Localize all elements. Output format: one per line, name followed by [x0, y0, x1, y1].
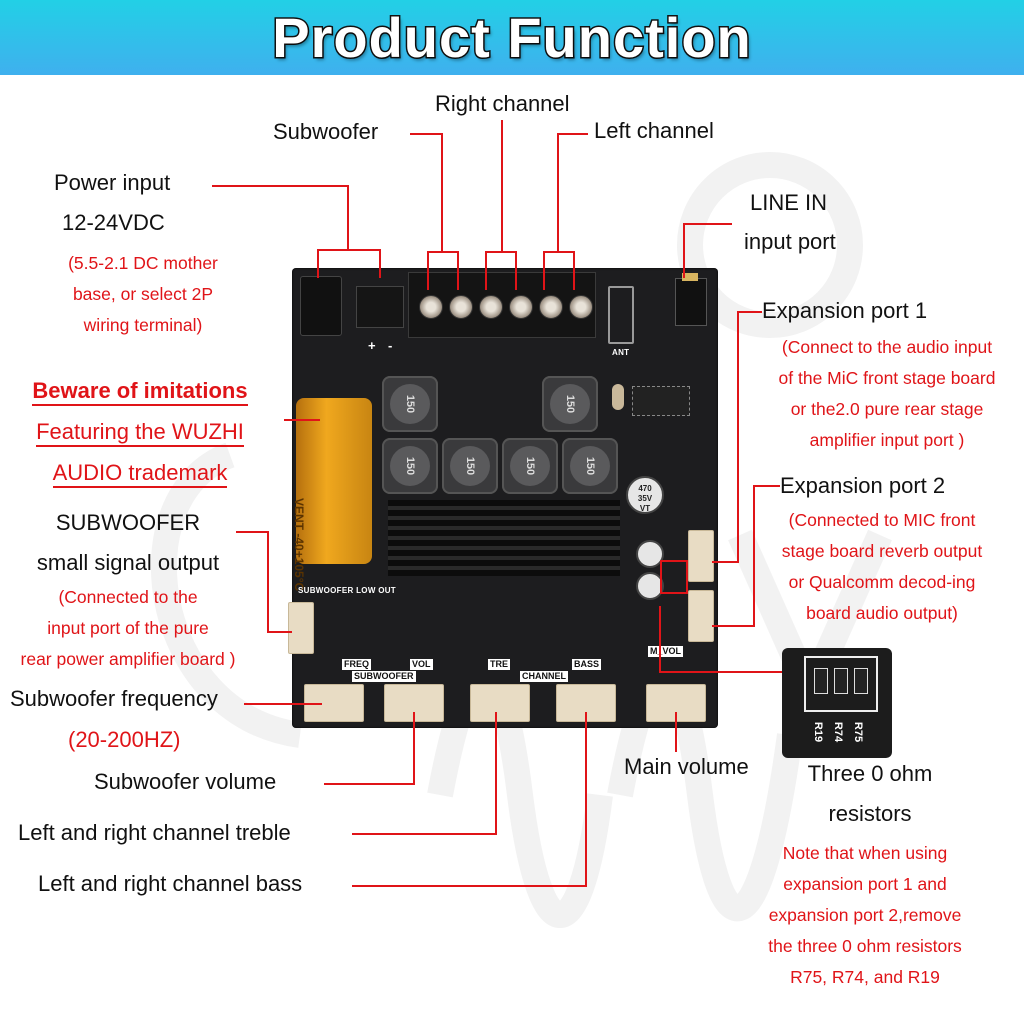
terminal-screw [449, 295, 473, 319]
antenna-trace [608, 286, 634, 344]
line-in-subtitle: input port [744, 229, 836, 254]
bass-label: BASS [572, 659, 602, 670]
page-title: Product Function [271, 5, 753, 69]
subwoofer-callout: Subwoofer [273, 119, 379, 144]
freq-label: FREQ [342, 659, 372, 670]
line-in-jack [675, 273, 707, 326]
expansion-port-1-note: (Connect to the audio input of the MiC f… [778, 337, 996, 450]
subwoofer-frequency-range: (20-200HZ) [68, 727, 181, 752]
power-input-spec: 12-24VDC [62, 210, 165, 235]
amplifier-board: + - ANT VENT -40+105°C 150 150 150 150 1… [288, 268, 718, 728]
terminal-screw [479, 295, 503, 319]
subwoofer-volume-callout: Subwoofer volume [94, 769, 277, 794]
expansion-port-2-title: Expansion port 2 [780, 473, 946, 498]
two-pin-terminal [356, 286, 404, 328]
left-channel-callout: Left channel [594, 118, 714, 143]
inductor: 150 [442, 438, 498, 494]
power-input-note: (5.5-2.1 DC mother base, or select 2P wi… [68, 253, 218, 335]
treble-line [352, 712, 497, 835]
resistor-frame [804, 656, 878, 712]
resistor-label-r74: R74 [832, 721, 845, 743]
resistors-note: Note that when using expansion port 1 an… [768, 843, 962, 987]
treble-callout: Left and right channel treble [18, 820, 291, 845]
subwoofer-label: SUBWOOFER [352, 671, 416, 682]
terminal-screw [419, 295, 443, 319]
heatsink [388, 500, 620, 576]
main-volume-label: M_VOL [648, 646, 684, 657]
channel-label: CHANNEL [520, 671, 568, 682]
left-channel-line [557, 133, 588, 252]
speaker-terminal-block [408, 272, 596, 338]
resistor-r74 [834, 668, 848, 694]
sub-volume-connector [384, 684, 444, 722]
dc-jack [300, 276, 342, 336]
subwoofer-frequency-title: Subwoofer frequency [10, 686, 218, 711]
vol-label: VOL [410, 659, 433, 670]
inductor: 150 [502, 438, 558, 494]
subwoofer-output-note: (Connected to the input port of the pure… [20, 587, 236, 669]
expansion-port-2-connector [688, 590, 714, 642]
terminal-screw [539, 295, 563, 319]
right-channel-callout: Right channel [435, 91, 570, 116]
main-volume-callout: Main volume [624, 754, 749, 779]
resistor-closeup-inset: R19 R74 R75 [782, 648, 892, 758]
bass-callout: Left and right channel bass [38, 871, 303, 896]
resistor-r75 [854, 668, 868, 694]
expansion-port-1-title: Expansion port 1 [762, 298, 928, 323]
inductor: 150 [382, 376, 438, 432]
resistors-title: Three 0 ohm resistors [807, 761, 933, 826]
antenna-label: ANT [612, 348, 630, 357]
ic-chip [632, 386, 690, 416]
bass-line [352, 712, 587, 887]
expansion-port-2-note: (Connected to MIC front stage board reve… [781, 510, 983, 623]
inductor: 150 [382, 438, 438, 494]
resistor-label-r75: R75 [852, 721, 865, 743]
warning-line-3: AUDIO trademark [52, 460, 228, 488]
crystal [612, 384, 624, 410]
resistor-group-highlight [660, 560, 688, 594]
resistor-r19 [814, 668, 828, 694]
inductor: 150 [562, 438, 618, 494]
power-input-title: Power input [54, 170, 171, 195]
capacitor-text: VENT -40+105°C [292, 498, 306, 592]
title-banner: Product Function [0, 0, 1024, 75]
treble-label: TRE [488, 659, 510, 670]
power-input-line [212, 185, 349, 250]
minus-marking: - [388, 338, 393, 353]
warning-line-2: Featuring the WUZHI [36, 419, 244, 447]
imitation-warning: Beware of imitations Featuring the WUZHI… [10, 370, 270, 493]
small-capacitor [636, 572, 664, 600]
treble-connector [470, 684, 530, 722]
terminal-screw [569, 295, 593, 319]
warning-line-1: Beware of imitations [32, 378, 248, 406]
subwoofer-low-out-label: SUBWOOFER LOW OUT [298, 586, 396, 595]
resistor-label-r19: R19 [812, 721, 825, 743]
terminal-screw [509, 295, 533, 319]
bass-connector [556, 684, 616, 722]
subwoofer-line [410, 133, 443, 252]
electrolytic-capacitor: VENT -40+105°C [292, 398, 372, 591]
small-capacitor [636, 540, 664, 568]
subwoofer-output-connector [288, 602, 314, 654]
freq-connector [304, 684, 364, 722]
inductor: 150 [542, 376, 598, 432]
subwoofer-output-title: SUBWOOFER small signal output [36, 510, 220, 575]
main-volume-connector [646, 684, 706, 722]
expansion-port-1-connector [688, 530, 714, 582]
line-in-title: LINE IN [750, 190, 828, 215]
plus-marking: + [368, 338, 376, 353]
